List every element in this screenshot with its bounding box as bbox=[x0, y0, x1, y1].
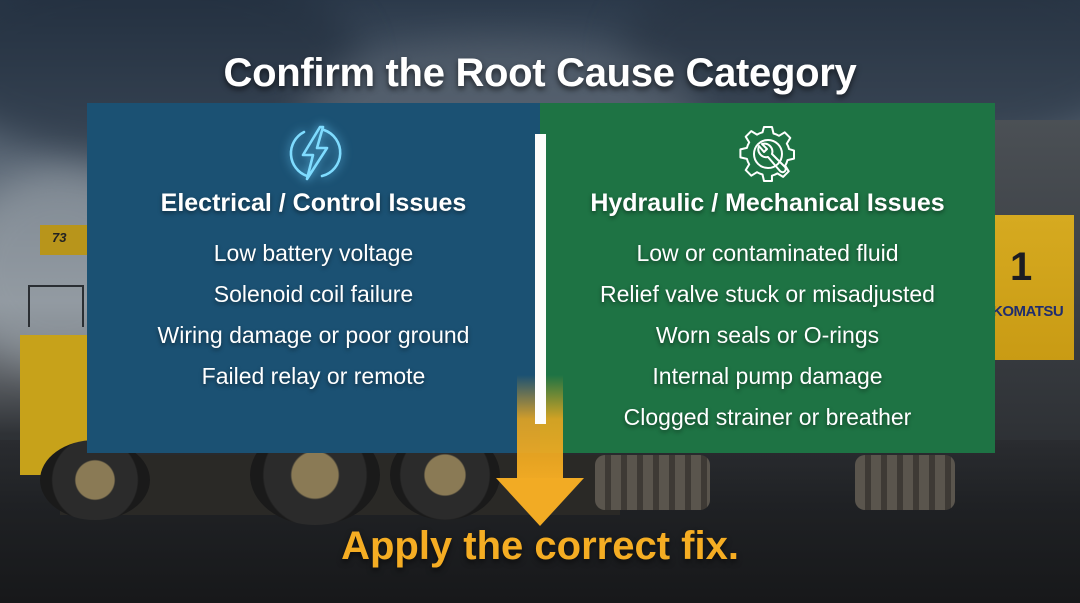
hydraulic-heading: Hydraulic / Mechanical Issues bbox=[590, 189, 945, 217]
list-item: Wiring damage or poor ground bbox=[157, 322, 470, 348]
loader-brand: KOMATSU bbox=[992, 303, 1064, 320]
komatsu-loader: 1 KOMATSU bbox=[992, 215, 1074, 360]
truck-railing bbox=[28, 285, 84, 327]
list-item: Low battery voltage bbox=[213, 240, 414, 266]
list-item: Clogged strainer or breather bbox=[623, 404, 912, 430]
panel-divider bbox=[535, 134, 546, 424]
list-item: Relief valve stuck or misadjusted bbox=[600, 281, 935, 307]
truck-number: 73 bbox=[52, 230, 67, 245]
list-item: Solenoid coil failure bbox=[213, 281, 414, 307]
list-item: Worn seals or O-rings bbox=[655, 322, 880, 348]
electrical-panel: Electrical / Control Issues Low battery … bbox=[87, 103, 540, 453]
hydraulic-issue-list: Low or contaminated fluid Relief valve s… bbox=[540, 233, 995, 438]
truck-canopy: 73 bbox=[40, 225, 95, 255]
list-item: Low or contaminated fluid bbox=[636, 240, 899, 266]
dozer-track bbox=[595, 455, 710, 510]
loader-number: 1 bbox=[1010, 245, 1033, 289]
electrical-issue-list: Low battery voltage Solenoid coil failur… bbox=[87, 233, 540, 397]
down-arrow-icon bbox=[496, 478, 584, 526]
list-item: Internal pump damage bbox=[652, 363, 883, 389]
dozer-track bbox=[855, 455, 955, 510]
lightning-bolt-circle-icon bbox=[282, 121, 346, 185]
electrical-heading: Electrical / Control Issues bbox=[160, 189, 467, 217]
gear-wrench-icon bbox=[736, 121, 800, 185]
hydraulic-panel: Hydraulic / Mechanical Issues Low or con… bbox=[540, 103, 995, 453]
truck-tire bbox=[40, 440, 150, 520]
list-item: Failed relay or remote bbox=[201, 363, 426, 389]
slide-title: Confirm the Root Cause Category bbox=[223, 50, 857, 95]
call-to-action: Apply the correct fix. bbox=[341, 524, 739, 568]
